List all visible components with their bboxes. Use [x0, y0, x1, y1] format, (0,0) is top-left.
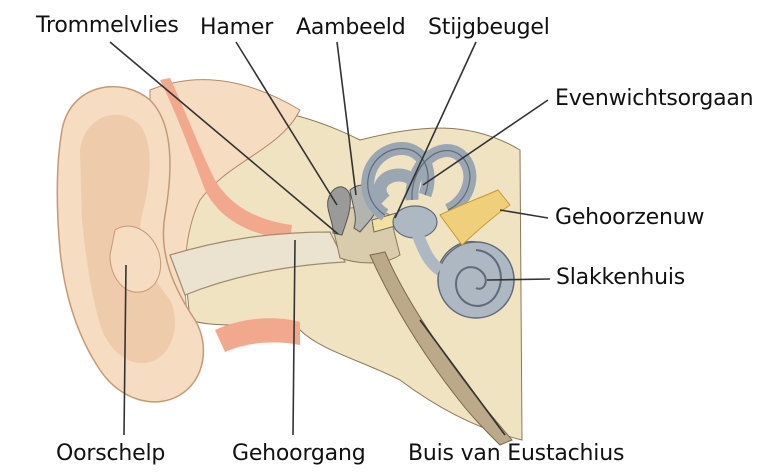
cochlea-duct [412, 232, 444, 276]
label-aambeeld: Aambeeld [296, 15, 406, 40]
evenwichtsorgaan-outline [367, 147, 471, 216]
ear-canal-shape [169, 231, 346, 296]
leader-evenwichtsorgaan [422, 99, 549, 186]
pinna-concha [109, 225, 162, 293]
label-gehoorgang: Gehoorgang [232, 441, 366, 466]
leader-hamer [235, 41, 338, 206]
leader-lines [109, 41, 551, 436]
label-buis-van-eustachius: Buis van Eustachius [408, 441, 625, 466]
leader-slakkenhuis [486, 278, 551, 281]
leader-aambeeld [336, 41, 357, 196]
cartilage-lower [215, 318, 300, 352]
leader-trommelvlies [109, 41, 339, 235]
label-evenwichtsorgaan: Evenwichtsorgaan [555, 86, 754, 111]
leader-oorschelp [123, 264, 127, 436]
label-gehoorzenuw: Gehoorzenuw [555, 205, 705, 230]
gehoorzenuw-shape [439, 189, 511, 246]
label-oorschelp: Oorschelp [56, 441, 166, 466]
leader-gehoorgang [292, 239, 296, 436]
label-stijgbeugel: Stijgbeugel [428, 15, 550, 40]
eustachian-tube-shape [369, 251, 513, 446]
leader-gehoorzenuw [499, 209, 549, 219]
label-trommelvlies: Trommelvlies [36, 13, 179, 38]
vestibule-shape [392, 205, 438, 239]
label-hamer: Hamer [200, 15, 274, 40]
leader-buis [419, 319, 506, 436]
label-slakkenhuis: Slakkenhuis [556, 265, 685, 290]
leader-stijgbeugel [394, 41, 477, 219]
